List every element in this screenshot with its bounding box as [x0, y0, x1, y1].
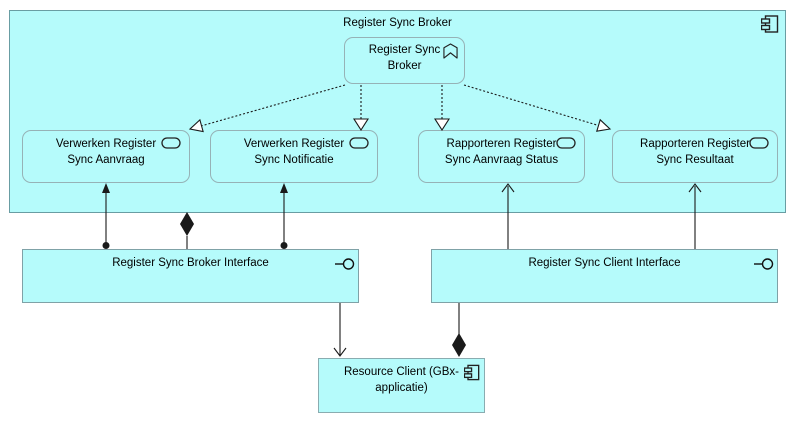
node-label: Register Sync Broker Interface [112, 257, 269, 269]
node-register-sync-broker-interface[interactable]: Register Sync Broker Interface [22, 249, 359, 303]
node-label-line: Rapporteren Register [446, 138, 557, 150]
node-label-line: Sync Notificatie [254, 154, 334, 166]
component-icon [464, 364, 480, 381]
connector-composition-resource-client-client-interface [452, 303, 466, 357]
node-rapporteren-register-sync-resultaat[interactable]: Rapporteren Register Sync Resultaat [612, 130, 778, 183]
node-verwerken-register-sync-aanvraag[interactable]: Verwerken Register Sync Aanvraag [22, 130, 190, 183]
node-label-line: Sync Aanvraag [67, 154, 145, 166]
node-label-line: Sync Resultaat [656, 154, 734, 166]
node-verwerken-register-sync-notificatie[interactable]: Verwerken Register Sync Notificatie [210, 130, 378, 183]
node-label: Register Sync Client Interface [528, 257, 681, 269]
node-label-line: Verwerken Register [55, 138, 157, 150]
application-service-icon [161, 137, 181, 149]
node-label-line: Verwerken Register [243, 138, 345, 150]
node-label-line: applicatie) [375, 382, 428, 394]
node-label-line: Register Sync [368, 44, 441, 56]
application-service-icon [349, 137, 369, 149]
node-rapporteren-register-sync-aanvraag-status[interactable]: Rapporteren Register Sync Aanvraag Statu… [418, 130, 585, 183]
application-function-icon [443, 43, 458, 59]
node-label: Resource Client (GBx- applicatie) [319, 359, 484, 396]
node-resource-client[interactable]: Resource Client (GBx- applicatie) [318, 358, 485, 413]
node-label-line: Rapporteren Register [640, 138, 750, 150]
node-label-line: Sync Aanvraag Status [444, 154, 559, 166]
component-icon [761, 15, 779, 33]
application-service-icon [556, 137, 576, 149]
node-register-sync-broker-function[interactable]: Register Sync Broker [344, 37, 465, 84]
container-title: Register Sync Broker [343, 17, 452, 29]
node-register-sync-client-interface[interactable]: Register Sync Client Interface [431, 249, 778, 303]
interface-lollipop-icon [335, 258, 355, 270]
node-label-line: Broker [387, 60, 422, 72]
interface-lollipop-icon [754, 258, 774, 270]
connector-broker-interface-to-resource-client [333, 303, 347, 357]
application-service-icon [749, 137, 769, 149]
connector-composition-container-broker-interface [180, 212, 194, 249]
node-label-line: Resource Client (GBx- [343, 366, 460, 378]
